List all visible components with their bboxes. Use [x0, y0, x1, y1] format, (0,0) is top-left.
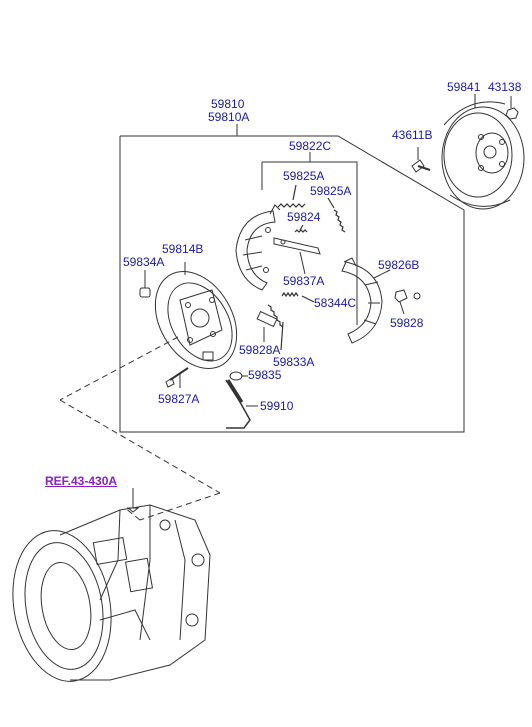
brake-drum-icon	[441, 94, 525, 210]
callout-43611B: 43611B	[392, 128, 433, 142]
backing-plate-icon	[154, 262, 238, 369]
spring-icon	[267, 184, 346, 351]
callout-59837A: 59837A	[283, 274, 325, 288]
washer-icon	[229, 371, 248, 381]
callout-59825A-right: 59825A	[310, 184, 352, 198]
callout-59834A: 59834A	[123, 255, 165, 269]
reference-link[interactable]: REF.43-430A	[45, 474, 118, 488]
plug-icon	[139, 270, 151, 298]
assembly-frame	[119, 124, 465, 433]
callout-59822C: 59822C	[289, 139, 332, 153]
callout-59826B: 59826B	[378, 258, 420, 272]
callout-59835: 59835	[248, 368, 282, 382]
transmission-housing-icon	[12, 488, 211, 682]
mounting-bolt-icon	[165, 367, 189, 388]
callout-59833A: 59833A	[273, 355, 315, 369]
brake-shoe-icon	[235, 204, 281, 291]
dashed-guides	[59, 336, 221, 521]
callout-59827A: 59827A	[158, 392, 200, 406]
callout-43138: 43138	[488, 80, 522, 94]
brake-shoe-right-icon	[341, 257, 391, 344]
callout-59841: 59841	[447, 80, 481, 94]
callout-58344C: 58344C	[314, 296, 357, 310]
callout-59910: 59910	[260, 399, 294, 413]
adjuster-nut-icon	[394, 289, 421, 315]
callout-59824: 59824	[287, 210, 321, 224]
callout-59825A-left: 59825A	[283, 169, 325, 183]
callout-59828: 59828	[390, 316, 424, 330]
callout-59810A: 59810A	[208, 110, 250, 124]
callout-59810: 59810	[211, 97, 245, 111]
callout-59828A: 59828A	[239, 343, 281, 357]
parking-cable-icon	[225, 379, 258, 429]
nut-icon	[505, 96, 519, 120]
strut-icon	[256, 310, 278, 342]
bolt-icon	[411, 147, 431, 173]
parking-lever-icon	[273, 237, 321, 275]
callout-59814B: 59814B	[162, 242, 204, 256]
